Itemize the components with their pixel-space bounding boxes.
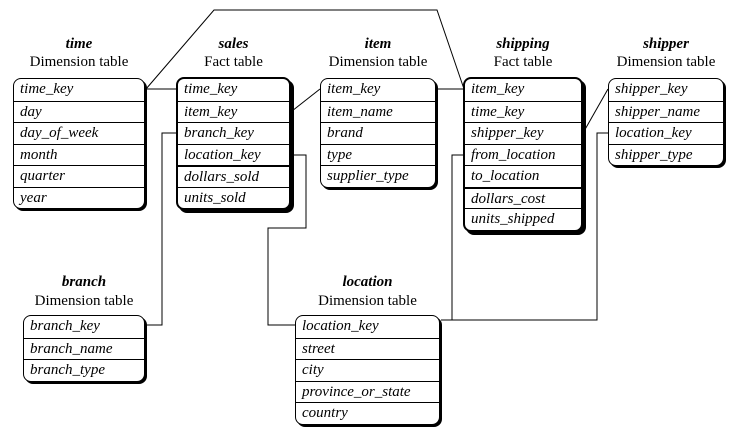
attribute-city: city xyxy=(296,359,439,381)
link-shipping-shipper xyxy=(582,88,609,134)
attribute-item-key: item_key xyxy=(178,100,289,123)
attribute-box: branch_key branch_name branch_type xyxy=(23,315,145,382)
attribute-box: time_key item_key branch_key location_ke… xyxy=(176,77,291,210)
table-kind: Fact table xyxy=(493,54,553,70)
attribute-item-key: item_key xyxy=(327,81,381,97)
table-title: sales xyxy=(218,36,249,52)
attribute-units-shipped: units_shipped xyxy=(465,208,581,230)
table-kind: Dimension table xyxy=(29,54,129,70)
attribute-month: month xyxy=(14,143,144,166)
attribute-quarter: quarter xyxy=(14,165,144,187)
attribute-branch-key: branch_key xyxy=(178,122,289,144)
attribute-shipper-name: shipper_name xyxy=(609,100,723,123)
table-title: branch xyxy=(61,274,107,290)
attribute-location-key: location_key xyxy=(178,143,289,166)
table-kind: Dimension table xyxy=(34,293,134,309)
attribute-box: item_key item_name brand type supplier_t… xyxy=(320,78,436,188)
attribute-day-of-week: day_of_week xyxy=(14,122,144,144)
attribute-box: shipper_key shipper_name location_key sh… xyxy=(608,78,724,166)
attribute-box: time_key day day_of_week month quarter y… xyxy=(13,78,145,209)
attribute-to-location: to_location xyxy=(465,165,581,187)
table-kind: Dimension table xyxy=(616,54,716,70)
attribute-type: type xyxy=(321,143,435,166)
attribute-box: location_key street city province_or_sta… xyxy=(295,315,440,425)
table-kind: Dimension table xyxy=(318,293,417,309)
attribute-time-key: time_key xyxy=(465,100,581,123)
attribute-item-name: item_name xyxy=(321,100,435,123)
attribute-street: street xyxy=(296,337,439,360)
link-sales-location xyxy=(267,154,307,326)
attribute-dollars-cost: dollars_cost xyxy=(465,186,581,209)
table-title: item xyxy=(364,36,392,52)
attribute-shipper-key: shipper_key xyxy=(615,81,688,97)
attribute-location-key: location_key xyxy=(302,318,379,334)
attribute-time-key: time_key xyxy=(20,81,74,97)
attribute-location-key: location_key xyxy=(609,122,723,144)
attribute-dollars-sold: dollars_sold xyxy=(178,165,289,187)
attribute-brand: brand xyxy=(321,122,435,144)
link-shipper-location xyxy=(441,132,608,321)
link-sales-item xyxy=(291,88,321,112)
attribute-time-key: time_key xyxy=(184,81,238,97)
table-kind: Dimension table xyxy=(328,54,428,70)
link-sales-branch xyxy=(146,132,176,326)
attribute-province-or-state: province_or_state xyxy=(296,380,439,403)
attribute-branch-name: branch_name xyxy=(24,337,144,360)
table-kind: Fact table xyxy=(204,54,263,70)
link-time-shipping xyxy=(145,9,465,90)
table-title: location xyxy=(342,274,393,290)
attribute-supplier-type: supplier_type xyxy=(321,165,435,187)
attribute-year: year xyxy=(14,186,144,209)
attribute-shipper-key: shipper_key xyxy=(465,122,581,144)
table-title: time xyxy=(65,36,93,52)
attribute-units-sold: units_sold xyxy=(178,186,289,209)
attribute-box: item_key time_key shipper_key from_locat… xyxy=(463,77,583,232)
attribute-item-key: item_key xyxy=(471,81,525,97)
attribute-shipper-type: shipper_type xyxy=(609,143,723,166)
table-title: shipping xyxy=(496,36,550,52)
table-title: shipper xyxy=(643,36,689,52)
attribute-branch-key: branch_key xyxy=(30,318,100,334)
attribute-branch-type: branch_type xyxy=(24,359,144,381)
attribute-from-location: from_location xyxy=(465,143,581,166)
attribute-country: country xyxy=(296,402,439,424)
attribute-day: day xyxy=(14,100,144,123)
